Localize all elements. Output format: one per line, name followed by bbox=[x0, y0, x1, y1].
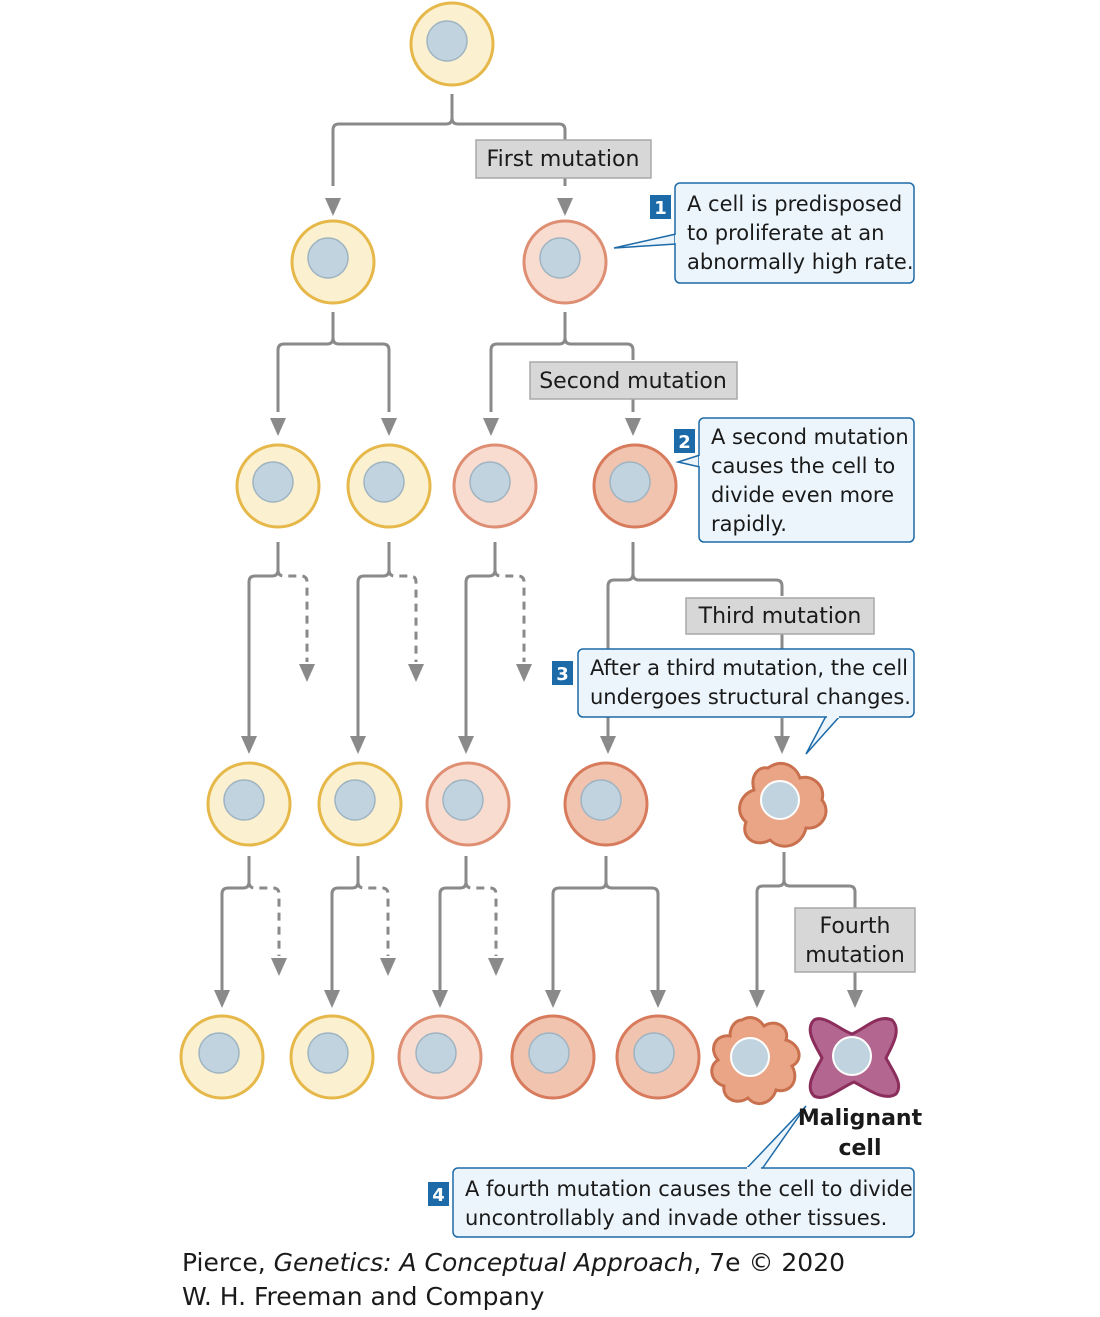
normal-cell bbox=[206, 761, 292, 847]
svg-text:mutation: mutation bbox=[805, 943, 905, 968]
third-mutation-label: Third mutation bbox=[685, 597, 875, 635]
svg-text:A cell is predisposed: A cell is predisposed bbox=[687, 192, 902, 216]
callout-2: 2 A second mutation causes the cell to d… bbox=[674, 417, 915, 543]
svg-text:rapidly.: rapidly. bbox=[711, 512, 787, 536]
normal-cell bbox=[346, 443, 432, 529]
callout-3: 3 After a third mutation, the cell under… bbox=[552, 648, 915, 755]
normal-cell bbox=[409, 1, 495, 87]
svg-text:Malignant: Malignant bbox=[798, 1106, 923, 1131]
svg-text:Third mutation: Third mutation bbox=[698, 604, 862, 629]
svg-text:divide even more: divide even more bbox=[711, 483, 894, 507]
svg-text:After a third mutation, the ce: After a third mutation, the cell bbox=[590, 656, 908, 680]
normal-cell bbox=[235, 443, 321, 529]
malignant-cell-label: Malignant cell bbox=[798, 1106, 923, 1161]
callout-4: 4 A fourth mutation causes the cell to d… bbox=[428, 1105, 915, 1238]
first-mutation-label: First mutation bbox=[475, 139, 652, 179]
svg-text:A fourth mutation causes the c: A fourth mutation causes the cell to div… bbox=[465, 1177, 913, 1201]
dashed-arrowheads bbox=[271, 664, 532, 976]
first-mutation-cell bbox=[425, 761, 511, 847]
normal-cell bbox=[317, 761, 403, 847]
second-mutation-cell bbox=[615, 1014, 701, 1100]
credit-book-title: Genetics: A Conceptual Approach bbox=[273, 1248, 694, 1277]
svg-text:3: 3 bbox=[556, 664, 569, 685]
callout-1: 1 A cell is predisposed to proliferate a… bbox=[613, 182, 915, 284]
first-mutation-cell bbox=[522, 219, 608, 305]
credit-publisher: W. H. Freeman and Company bbox=[182, 1282, 545, 1311]
normal-cell bbox=[289, 1014, 375, 1100]
first-mutation-cell bbox=[397, 1014, 483, 1100]
second-mutation-cell bbox=[510, 1014, 596, 1100]
third-mutation-cell bbox=[738, 762, 828, 848]
svg-text:2: 2 bbox=[678, 432, 691, 453]
callout-4-badge bbox=[428, 1182, 449, 1206]
svg-text:4: 4 bbox=[432, 1185, 445, 1206]
fourth-mutation-label: Fourth mutation bbox=[794, 907, 916, 973]
lineage-arrows bbox=[214, 94, 863, 1008]
callout-2-badge bbox=[674, 429, 695, 453]
credit-citation: Pierce, Genetics: A Conceptual Approach,… bbox=[182, 1246, 845, 1280]
svg-text:First mutation: First mutation bbox=[487, 147, 640, 172]
third-mutation-cell bbox=[710, 1016, 801, 1106]
svg-text:1: 1 bbox=[654, 198, 667, 219]
callout-1-badge bbox=[650, 195, 671, 219]
credit-author: Pierce, bbox=[182, 1248, 274, 1277]
svg-text:abnormally high rate.: abnormally high rate. bbox=[687, 250, 914, 274]
callout-3-badge bbox=[552, 661, 573, 685]
svg-text:undergoes structural changes.: undergoes structural changes. bbox=[590, 685, 911, 709]
svg-text:to proliferate at an: to proliferate at an bbox=[687, 221, 884, 245]
svg-text:cell: cell bbox=[838, 1136, 881, 1161]
first-mutation-cell bbox=[452, 443, 538, 529]
svg-text:Fourth: Fourth bbox=[820, 914, 891, 939]
svg-text:Second mutation: Second mutation bbox=[539, 369, 727, 394]
credit-line: Pierce, Genetics: A Conceptual Approach,… bbox=[182, 1246, 845, 1314]
svg-text:causes the cell to: causes the cell to bbox=[711, 454, 895, 478]
normal-cell bbox=[179, 1014, 265, 1100]
svg-text:uncontrollably and invade othe: uncontrollably and invade other tissues. bbox=[465, 1206, 887, 1230]
second-mutation-cell bbox=[592, 443, 678, 529]
credit-edition: , 7e © 2020 bbox=[693, 1248, 846, 1277]
second-mutation-cell bbox=[563, 761, 649, 847]
mutation-diagram: First mutation Second mutation Third mut… bbox=[179, 1, 923, 1238]
dashed-branches bbox=[247, 569, 526, 956]
malignant-cell bbox=[808, 1017, 901, 1099]
svg-text:A second mutation: A second mutation bbox=[711, 425, 909, 449]
second-mutation-label: Second mutation bbox=[529, 361, 738, 400]
normal-cell bbox=[290, 219, 376, 305]
